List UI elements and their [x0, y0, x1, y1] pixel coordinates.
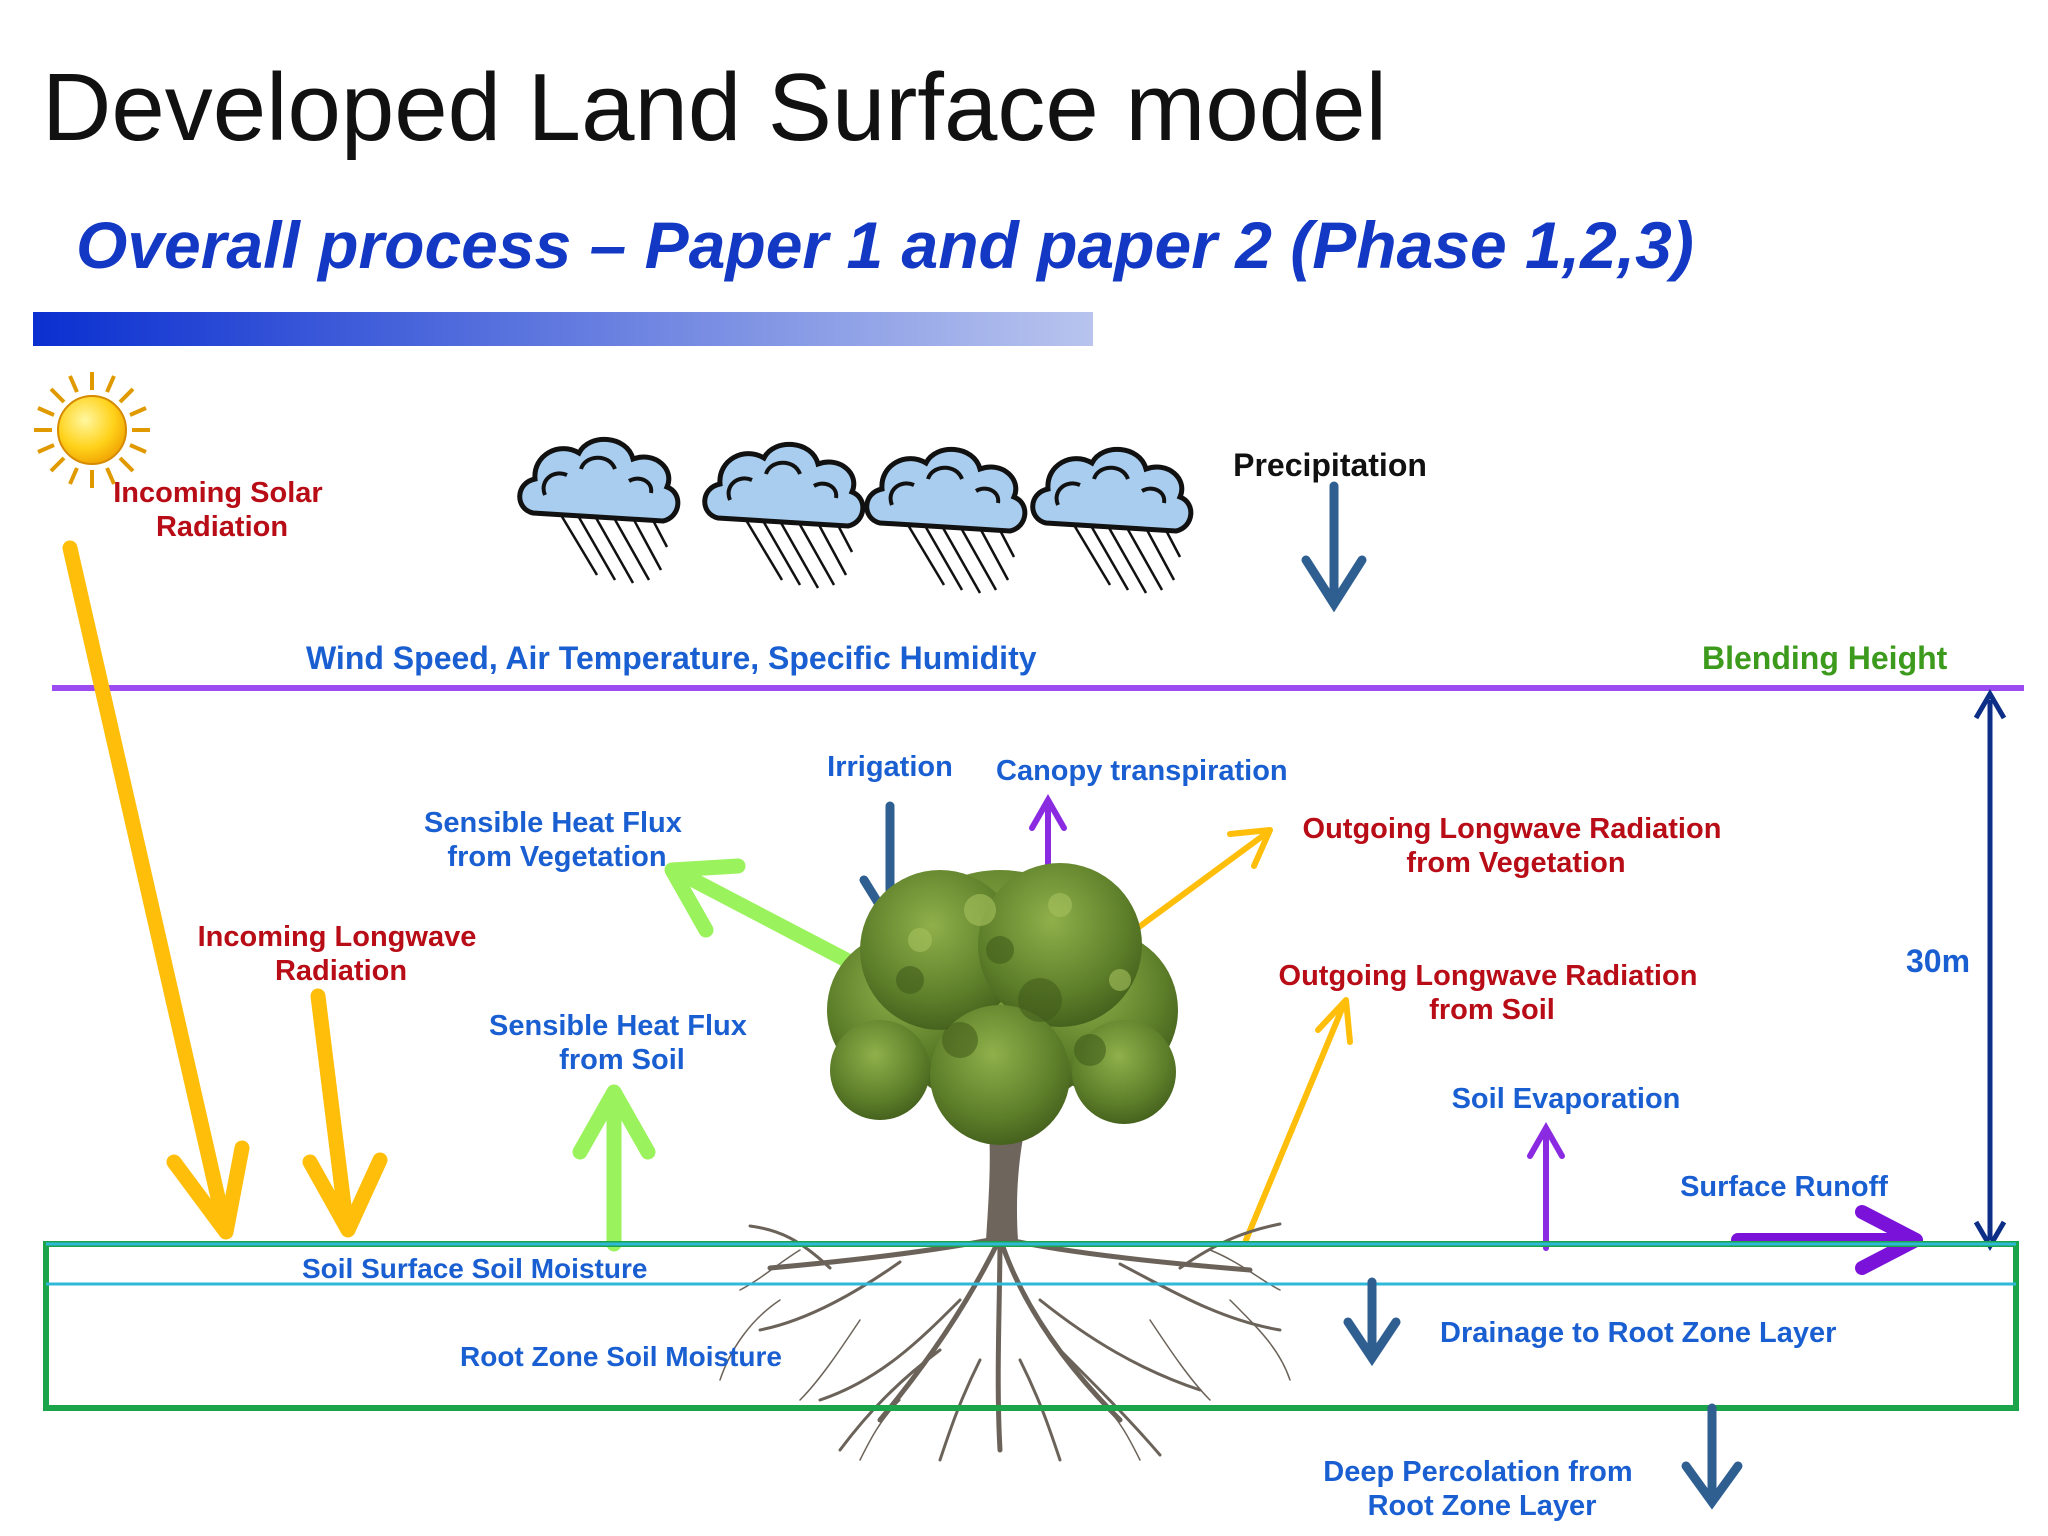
- blending-height-label: Blending Height: [1702, 640, 1948, 676]
- height-30m-arrow: [1973, 689, 2007, 1251]
- outgoing-longwave-vegetation-label: Outgoing Longwave Radiation from Vegetat…: [1303, 813, 1730, 879]
- slide-subtitle: Overall process – Paper 1 and paper 2 (P…: [76, 208, 1694, 282]
- incoming-solar-label: Incoming Solar Radiation: [113, 477, 331, 543]
- deep-percolation-label: Deep Percolation from Root Zone Layer: [1323, 1456, 1640, 1522]
- rain-cloud-icon: [705, 444, 863, 588]
- incoming-longwave-label: Incoming Longwave Radiation: [198, 921, 485, 987]
- rain-cloud-icon: [520, 439, 678, 583]
- sensible-heat-soil-label: Sensible Heat Flux from Soil: [489, 1010, 755, 1076]
- soil-evaporation-label: Soil Evaporation: [1452, 1083, 1681, 1115]
- surface-runoff-arrow: [1731, 1205, 1923, 1275]
- outgoing-longwave-soil-label: Outgoing Longwave Radiation from Soil: [1279, 960, 1706, 1026]
- irrigation-label: Irrigation: [827, 751, 953, 783]
- title-accent-bar: [33, 312, 1093, 346]
- tree-icon: [719, 863, 1291, 1462]
- slide-title: Developed Land Surface model: [42, 54, 1387, 161]
- rain-cloud-icon: [867, 449, 1025, 593]
- precipitation-label: Precipitation: [1233, 447, 1427, 483]
- incoming-solar-arrow: [62, 540, 250, 1240]
- surface-runoff-label: Surface Runoff: [1680, 1171, 1888, 1203]
- deep-percolation-arrow: [1681, 1403, 1743, 1510]
- rain-cloud-icon: [1033, 449, 1191, 593]
- drainage-label: Drainage to Root Zone Layer: [1440, 1317, 1836, 1349]
- precipitation-arrow: [1301, 481, 1367, 613]
- incoming-longwave-arrow: [302, 988, 388, 1238]
- sensible-heat-vegetation-label: Sensible Heat Flux from Vegetation: [424, 807, 690, 873]
- sun-icon: [34, 372, 150, 488]
- drainage-arrow: [1343, 1277, 1401, 1367]
- canopy-transpiration-label: Canopy transpiration: [996, 755, 1288, 787]
- root-zone-moisture-label: Root Zone Soil Moisture: [460, 1341, 782, 1372]
- height-30m-label: 30m: [1906, 943, 1970, 979]
- soil-evaporation-arrow: [1527, 1121, 1565, 1251]
- outgoing-longwave-soil-arrow: [1243, 997, 1353, 1243]
- soil-surface-moisture-label: Soil Surface Soil Moisture: [302, 1253, 647, 1284]
- atmospheric-variables-label: Wind Speed, Air Temperature, Specific Hu…: [306, 640, 1037, 676]
- sensible-heat-soil-arrow: [572, 1084, 656, 1252]
